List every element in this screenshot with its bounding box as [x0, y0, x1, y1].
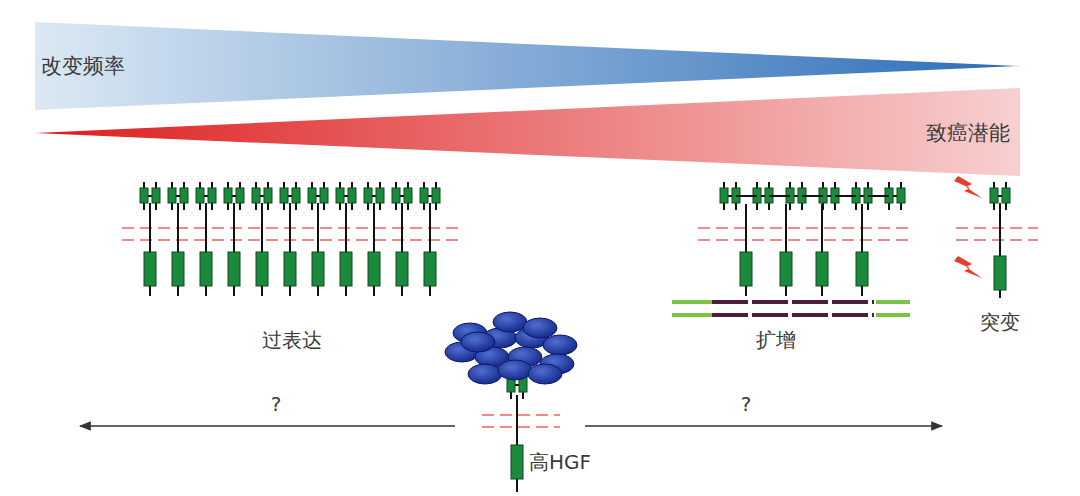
mutation-bolts [954, 176, 982, 278]
arrow-right [585, 425, 942, 427]
hgf-label: 高HGF [529, 449, 591, 476]
amplified-dna [672, 302, 910, 315]
hgf-ligand-cluster [445, 312, 577, 384]
amplification-label: 扩增 [756, 327, 796, 354]
question-mark: ? [271, 392, 282, 416]
overexpression-label: 过表达 [262, 327, 322, 354]
mutation-label: 突变 [980, 309, 1020, 336]
wedge-label: 致癌潜能 [926, 119, 1010, 147]
receptor-group [122, 182, 1038, 492]
arrow-left [80, 425, 455, 427]
oncogenic-potential-wedge: 致癌潜能 [35, 88, 1020, 176]
wedge-shape [35, 88, 1020, 176]
question-mark: ? [741, 392, 752, 416]
wedge-label: 改变频率 [41, 52, 125, 80]
